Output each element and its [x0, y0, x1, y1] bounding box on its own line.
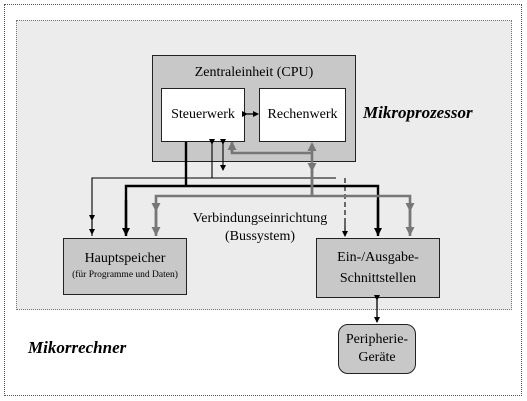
- data-bus: [154, 194, 412, 236]
- steuerwerk-box: Steuerwerk: [161, 88, 245, 142]
- mikrorechner-label: Mikorrechner: [28, 338, 127, 357]
- mikroprozessor-label: Mikroprozessor: [363, 103, 473, 122]
- mikrorechner-frame: [4, 4, 522, 396]
- rechenwerk-label: Rechenwerk: [267, 107, 338, 122]
- bus-label-line2: (Bussystem): [225, 229, 295, 244]
- hauptspeicher-sublabel: (für Programme und Daten): [72, 270, 178, 280]
- hauptspeicher-label: Hauptspeicher: [84, 251, 166, 266]
- io-label-line2: Schnittstellen: [339, 271, 417, 286]
- peripherie-box: Peripherie- Geräte: [338, 324, 416, 374]
- io-label-line1: Ein-/Ausgabe-: [337, 250, 419, 265]
- bus-label-line1: Verbindungseinrichtung: [192, 211, 328, 226]
- hauptspeicher-box: Hauptspeicher (für Programme und Daten): [63, 238, 187, 295]
- peripherie-label-line2: Geräte: [358, 350, 396, 365]
- peripherie-label-line1: Peripherie-: [345, 332, 409, 347]
- rechenwerk-box: Rechenwerk: [259, 88, 346, 142]
- control-bus: [124, 184, 380, 236]
- bus-label: Verbindungseinrichtung (Bussystem): [180, 210, 340, 246]
- cpu-title: Zentraleinheit (CPU): [194, 65, 314, 80]
- steuerwerk-label: Steuerwerk: [171, 107, 235, 122]
